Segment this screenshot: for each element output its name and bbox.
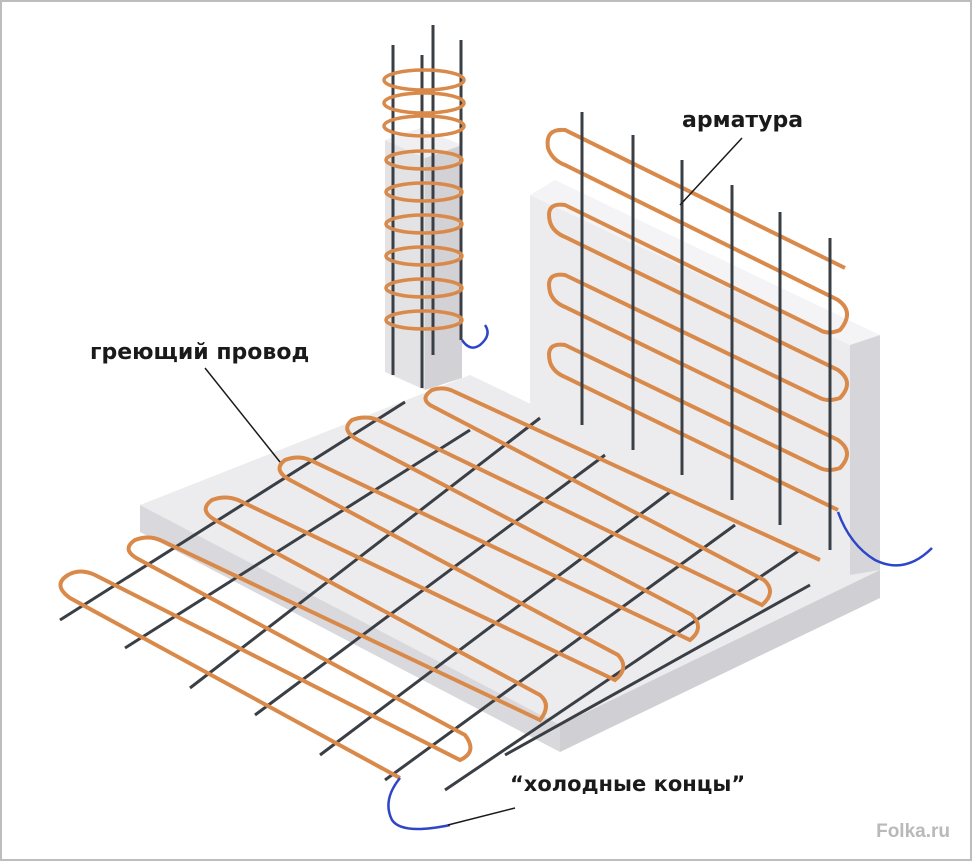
coil xyxy=(382,114,466,138)
heating-wire-label: греющий провод xyxy=(90,340,310,365)
leader-cold-ends xyxy=(447,807,516,826)
slab-rebar-rod xyxy=(254,453,606,717)
slab-cold-end xyxy=(387,777,451,831)
wall-rebar xyxy=(580,112,832,550)
coil xyxy=(384,245,464,267)
coil xyxy=(384,149,464,171)
coil xyxy=(384,181,464,203)
wall-face xyxy=(530,195,850,575)
concrete-wall xyxy=(530,180,880,575)
coil xyxy=(382,91,466,115)
slab-right-face xyxy=(560,570,880,752)
slab-rebar-rod xyxy=(59,400,406,622)
wall-heating-wire xyxy=(545,127,849,512)
coil xyxy=(384,277,464,299)
cold-ends-label: “холодные концы” xyxy=(510,772,746,796)
coil xyxy=(384,213,464,235)
rebar-label: арматура xyxy=(682,108,804,133)
wall-top xyxy=(530,180,880,345)
column-heating-wire xyxy=(382,68,466,331)
wall-side xyxy=(850,335,880,575)
coil xyxy=(382,68,466,92)
watermark: Folka.ru xyxy=(876,821,950,842)
coil xyxy=(384,309,464,331)
wall-cold-end xyxy=(836,511,933,567)
leader-rebar xyxy=(679,137,743,206)
slab-rebar-rod xyxy=(504,583,811,757)
leader-lines xyxy=(204,137,743,826)
slab-rebar-rod xyxy=(189,416,541,690)
column-cold-end xyxy=(460,324,489,349)
slab-heating-wire xyxy=(58,386,821,780)
leader-heating-wire xyxy=(204,367,281,463)
